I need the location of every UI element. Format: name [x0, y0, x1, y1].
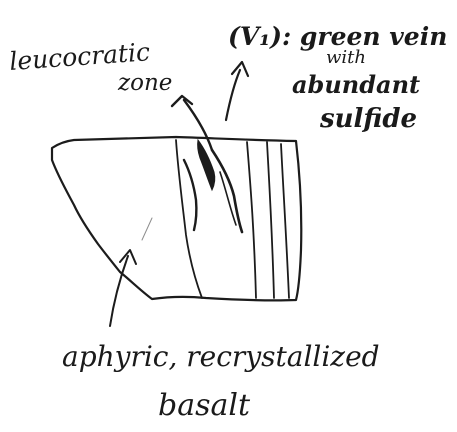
vein-margin-left — [184, 160, 196, 230]
basalt-label-line1: aphyric, recrystallized — [62, 340, 380, 373]
leucocratic-arrow-head — [172, 96, 192, 106]
vein-label-line4: sulfide — [319, 104, 417, 134]
vein-arrow-shaft — [226, 70, 240, 120]
leucocratic-label-line2: zone — [117, 70, 172, 96]
band-line-1 — [176, 140, 202, 298]
vein-label-line3: abundant — [292, 70, 420, 99]
basalt-label-line2: basalt — [158, 388, 251, 423]
vein-label-line2: with — [326, 47, 366, 68]
vein-margin-right — [212, 150, 242, 232]
rock-specimen-outline — [52, 137, 301, 300]
band-line-4 — [281, 144, 289, 298]
basalt-arrow-shaft — [110, 256, 128, 326]
pencil-mark — [142, 218, 152, 240]
band-line-2 — [247, 142, 256, 298]
band-line-3 — [267, 142, 274, 298]
